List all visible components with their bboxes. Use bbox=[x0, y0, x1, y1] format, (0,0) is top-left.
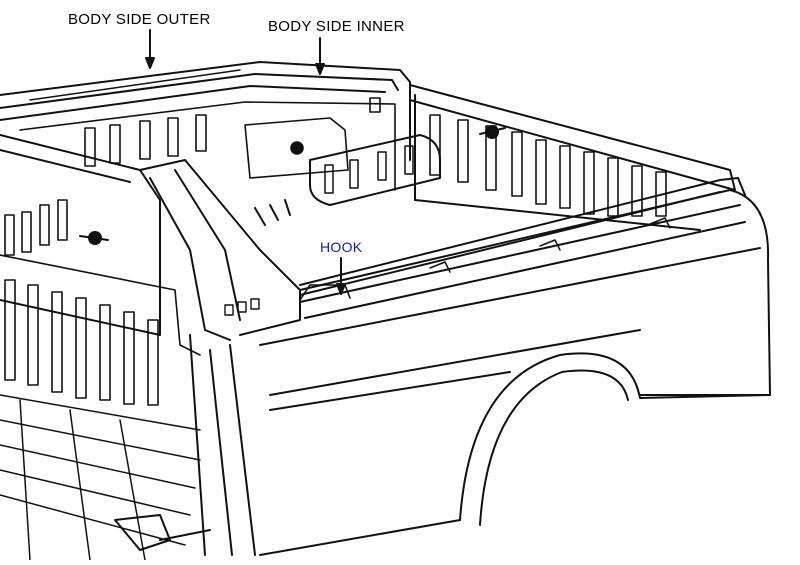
tail-bracket bbox=[114, 514, 211, 551]
near-side-top-rail bbox=[299, 177, 746, 296]
hook-label: HOOK bbox=[320, 239, 363, 255]
body-side-inner-label: BODY SIDE INNER bbox=[268, 18, 405, 35]
rear-corner-pillar bbox=[139, 159, 301, 556]
leader-arrow-outer bbox=[145, 29, 155, 69]
slotted-filler-panel bbox=[309, 134, 441, 206]
loose-bolts bbox=[254, 199, 291, 226]
near-side-outer-panel bbox=[259, 189, 771, 556]
far-side-top-rail bbox=[0, 61, 411, 161]
leader-arrow-inner bbox=[315, 37, 325, 75]
left-bed-wall bbox=[0, 134, 161, 336]
front-bulkhead bbox=[409, 84, 736, 231]
far-side-inner-wall bbox=[19, 97, 396, 191]
bed-floor bbox=[0, 394, 201, 561]
body-side-outer-label: BODY SIDE OUTER bbox=[68, 11, 211, 28]
rear-wall-ribs bbox=[0, 254, 201, 406]
